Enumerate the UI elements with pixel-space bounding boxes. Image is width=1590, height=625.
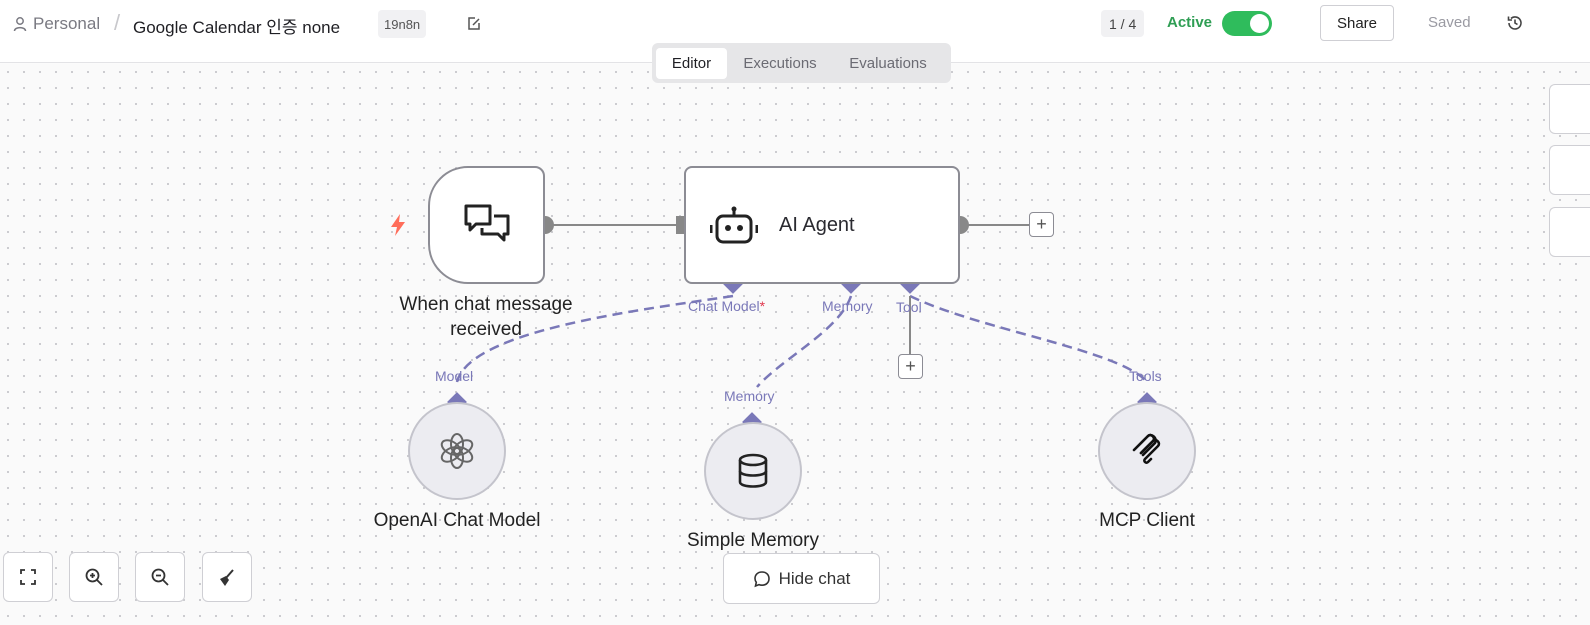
side-panel-button-3[interactable] (1549, 207, 1590, 257)
zoom-in-icon (85, 568, 103, 586)
robot-icon (710, 206, 758, 244)
mcp-logo-icon (1132, 433, 1161, 464)
chat-bubble-icon (753, 570, 770, 587)
zoom-in-button[interactable] (69, 552, 119, 602)
edit-icon (468, 17, 480, 30)
node-label-mcp: MCP Client (1099, 510, 1195, 531)
hide-chat-button[interactable]: Hide chat (723, 553, 880, 604)
chat-bubbles-icon (464, 204, 509, 242)
port-label-tool: Tool (896, 299, 922, 315)
add-tool-button[interactable]: + (898, 354, 923, 379)
toggle-knob (1250, 14, 1269, 33)
history-icon (1507, 16, 1522, 30)
zoom-out-button[interactable] (135, 552, 185, 602)
node-label-openai: OpenAI Chat Model (373, 510, 541, 531)
fit-view-button[interactable] (3, 552, 53, 602)
node-label-ai-agent: AI Agent (779, 214, 855, 236)
openai-logo-icon (440, 433, 474, 469)
trigger-bolt-icon (391, 214, 405, 236)
required-marker: * (759, 298, 766, 314)
user-icon (13, 17, 27, 32)
active-label: Active (1167, 14, 1213, 31)
hide-chat-label: Hide chat (778, 568, 851, 588)
port-label-model: Model (435, 368, 474, 384)
workflow-tag[interactable]: 19n8n (378, 10, 427, 38)
node-simple-memory[interactable] (704, 422, 802, 520)
node-label-chat-trigger: When chat message received (399, 294, 573, 340)
database-icon (738, 453, 768, 488)
side-panel-button-1[interactable] (1549, 84, 1590, 134)
workflow-title[interactable]: Google Calendar 인증 none (133, 18, 341, 37)
tab-editor[interactable]: Editor (656, 47, 727, 79)
port-label-chat-model-text: Chat Model (688, 298, 760, 314)
node-ai-agent[interactable]: AI Agent (684, 166, 960, 284)
tidy-up-button[interactable] (202, 552, 252, 602)
node-openai-chat-model[interactable] (408, 402, 506, 500)
fit-view-icon (20, 569, 36, 585)
active-toggle[interactable] (1222, 11, 1272, 36)
port-label-memory-in: Memory (724, 388, 775, 404)
node-chat-trigger[interactable] (428, 166, 545, 284)
port-label-chat-model: Chat Model* (688, 298, 765, 314)
port-label-tools: Tools (1129, 368, 1162, 384)
view-tabs: Editor Executions Evaluations (652, 43, 951, 83)
side-panel-button-2[interactable] (1549, 145, 1590, 195)
breadcrumb-separator: / (114, 10, 121, 35)
tab-evaluations[interactable]: Evaluations (849, 54, 927, 72)
breadcrumb-personal[interactable]: Personal (13, 12, 100, 36)
node-mcp-client[interactable] (1098, 402, 1196, 500)
zoom-out-icon (151, 568, 169, 586)
edit-tags-button[interactable] (466, 14, 486, 34)
broom-icon (220, 569, 234, 586)
port-label-memory: Memory (822, 298, 873, 314)
tab-executions[interactable]: Executions (743, 54, 817, 72)
share-button[interactable]: Share (1320, 5, 1394, 41)
saved-label: Saved (1428, 14, 1471, 31)
add-node-button[interactable]: + (1029, 212, 1054, 237)
breadcrumb-personal-label: Personal (33, 14, 101, 33)
node-label-memory: Simple Memory (687, 530, 819, 551)
history-button[interactable] (1506, 12, 1528, 34)
page-counter: 1 / 4 (1101, 10, 1145, 37)
